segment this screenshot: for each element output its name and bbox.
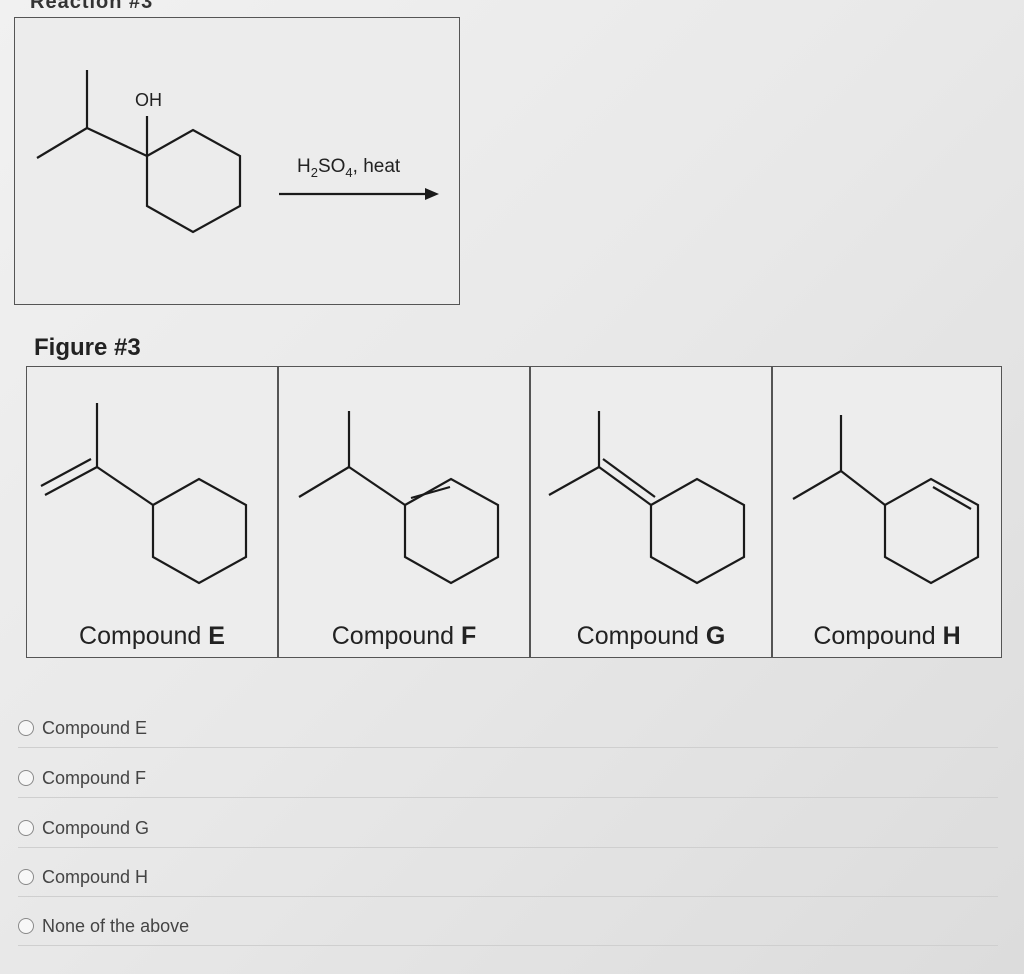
compound-f-structure <box>298 411 500 585</box>
compound-f-label: Compound F <box>331 622 477 650</box>
compound-e-label: Compound E <box>79 622 225 650</box>
compound-e-panel: Compound E <box>26 366 278 658</box>
option-compound-f[interactable]: Compound F <box>18 758 998 798</box>
radio-button-icon[interactable] <box>18 820 34 836</box>
radio-button-icon[interactable] <box>18 720 34 736</box>
option-none-of-the-above[interactable]: None of the above <box>18 906 998 946</box>
compound-e-structure <box>40 403 248 585</box>
option-label: Compound G <box>42 817 150 838</box>
compound-f-panel: Compound F <box>278 366 530 658</box>
reaction-panel: OH H2SO4, heat <box>14 17 460 305</box>
compound-h-structure <box>792 415 980 585</box>
option-compound-g[interactable]: Compound G <box>18 808 998 848</box>
oh-label: OH <box>135 90 162 110</box>
radio-button-icon[interactable] <box>18 918 34 934</box>
option-label: Compound E <box>42 717 148 738</box>
compound-h-label: Compound H <box>813 622 961 650</box>
compounds-row: Compound E Compound F Compound G <box>26 366 1002 666</box>
figure-label: Figure #3 <box>34 334 141 361</box>
radio-button-icon[interactable] <box>18 770 34 786</box>
compound-g-structure <box>548 411 746 585</box>
option-compound-h[interactable]: Compound H <box>18 857 998 897</box>
section-title: Reaction #3 <box>30 0 154 13</box>
option-label: Compound H <box>42 866 149 887</box>
compound-h-panel: Compound H <box>772 366 1002 658</box>
reagent-label: H2SO4, heat <box>297 156 401 180</box>
compound-g-label: Compound G <box>576 622 726 650</box>
option-label: None of the above <box>42 915 190 936</box>
option-label: Compound F <box>42 767 147 788</box>
option-compound-e[interactable]: Compound E <box>18 708 998 748</box>
compound-g-panel: Compound G <box>530 366 772 658</box>
radio-button-icon[interactable] <box>18 869 34 885</box>
starting-material-structure: OH <box>36 70 439 234</box>
